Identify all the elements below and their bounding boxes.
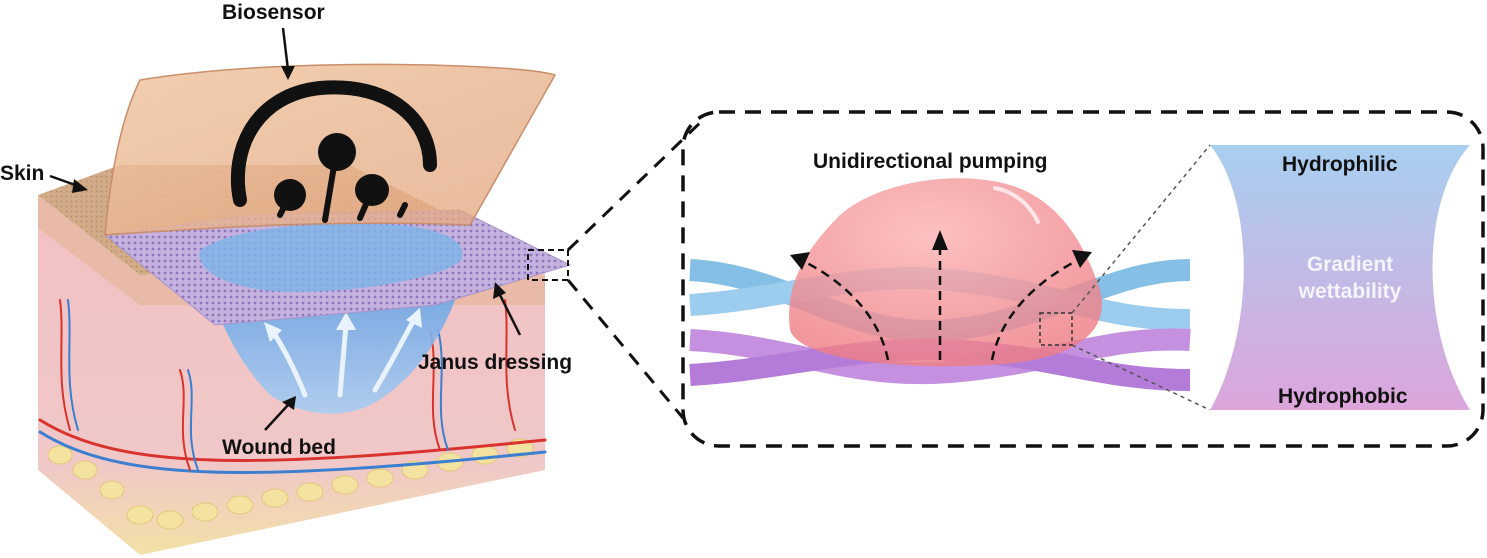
wound-bed [215,300,455,414]
pumping-arrows [804,245,1079,361]
zoom-lines [566,116,707,419]
hydrophilic-label: Hydrophilic [1282,153,1398,176]
fiber-purple-1 [689,328,1191,385]
biosensor-label: Biosensor [222,1,325,24]
hydrophobic-label: Hydrophobic [1278,385,1408,408]
unidirectional-pumping-label: Unidirectional pumping [813,150,1048,173]
skin-label: Skin [0,162,45,185]
exudate-patch [199,224,463,292]
gradient-label-line2: wettability [1298,279,1402,303]
sensor-electrodes [230,80,437,223]
blood-vessels [38,299,547,474]
gradient-wettability-label: Gradient wettability [1280,252,1420,306]
droplet-highlight [993,186,1040,224]
fat-layer [47,438,534,530]
pumping-arrowheads [790,230,1092,270]
zoom-source-box [527,249,569,281]
wound-bed-label: Wound bed [222,436,336,459]
gradient-label-line1: Gradient [1306,253,1394,276]
zoom-panel-border [681,110,1485,448]
gradient-wettability-shape [1210,145,1470,410]
janus-dressing-label: Janus dressing [418,351,573,374]
droplet [789,178,1102,367]
fiber-zoom-lines [1071,144,1211,411]
fiber-zoom-box [1039,312,1073,346]
pointer-arrows-left [49,27,522,431]
